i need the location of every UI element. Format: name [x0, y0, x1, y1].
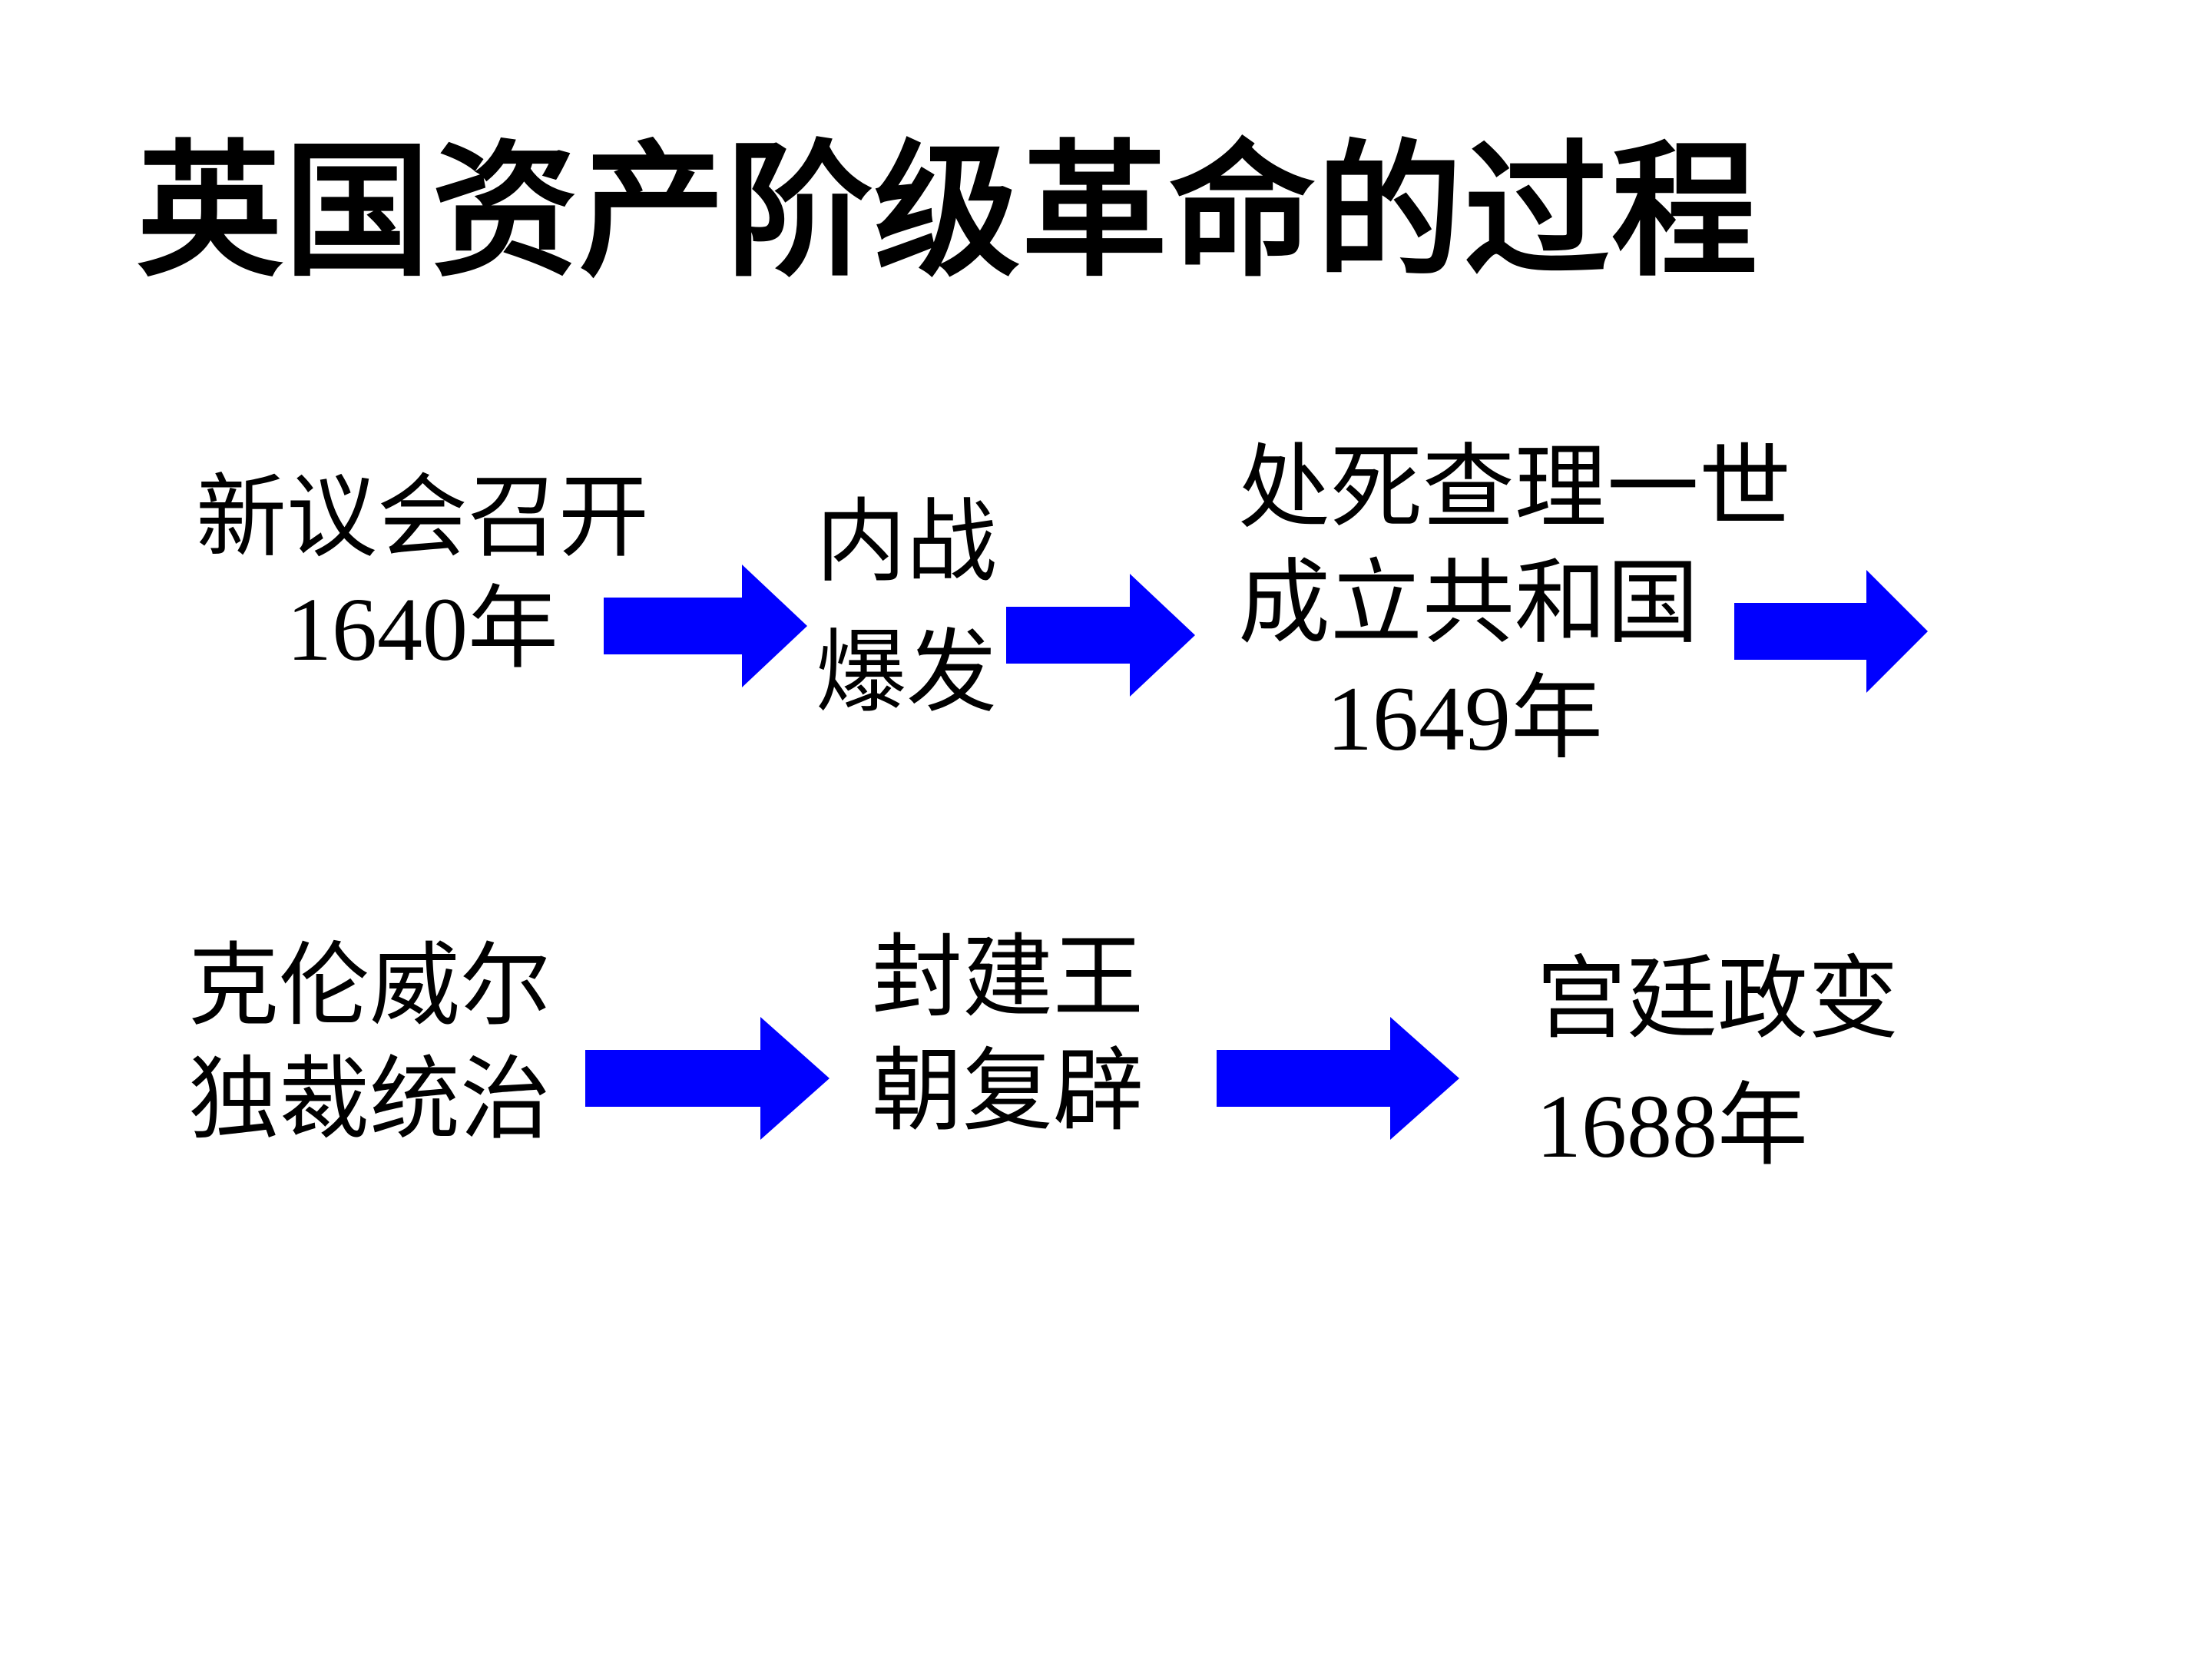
step-text-line: 成立共和国 [1238, 552, 1699, 654]
step-year-line: 1649年 [1326, 667, 1603, 770]
flow-step-new-parliament: 新议会召开 1640年 [177, 462, 668, 685]
flow-arrow-icon [585, 1017, 830, 1140]
step-text-line: 处死查理一世 [1238, 437, 1791, 539]
step-year-line: 1640年 [286, 579, 558, 680]
flow-step-palace-coup: 宫廷政变 1688年 [1536, 936, 1899, 1190]
flow-step-civil-war: 内战 爆发 [806, 478, 1006, 739]
flow-arrow-icon [604, 565, 807, 687]
step-text-line: 封建王 [872, 928, 1144, 1028]
step-text-line: 内战 [815, 492, 997, 593]
step-text-line: 宫廷政变 [1536, 949, 1899, 1050]
flow-arrow-icon [1217, 1017, 1459, 1140]
flow-arrow-icon [1734, 570, 1928, 693]
step-year-line: 1688年 [1536, 1076, 1809, 1177]
flow-arrow-icon [1006, 574, 1195, 697]
flow-step-execute-charles: 处死查理一世 成立共和国 1649年 [1238, 431, 1791, 777]
slide-title: 英国资产阶级革命的过程 [137, 133, 1760, 294]
flow-step-restoration: 封建王 朝复辟 [872, 922, 1144, 1149]
step-text-line: 新议会召开 [195, 468, 649, 568]
step-text-line: 朝复辟 [872, 1041, 1144, 1142]
step-text-line: 爆发 [815, 623, 997, 724]
step-text-line: 克伦威尔 [188, 936, 551, 1037]
flow-step-cromwell: 克伦威尔 独裁统治 [188, 930, 551, 1157]
step-text-line: 独裁统治 [188, 1050, 551, 1151]
